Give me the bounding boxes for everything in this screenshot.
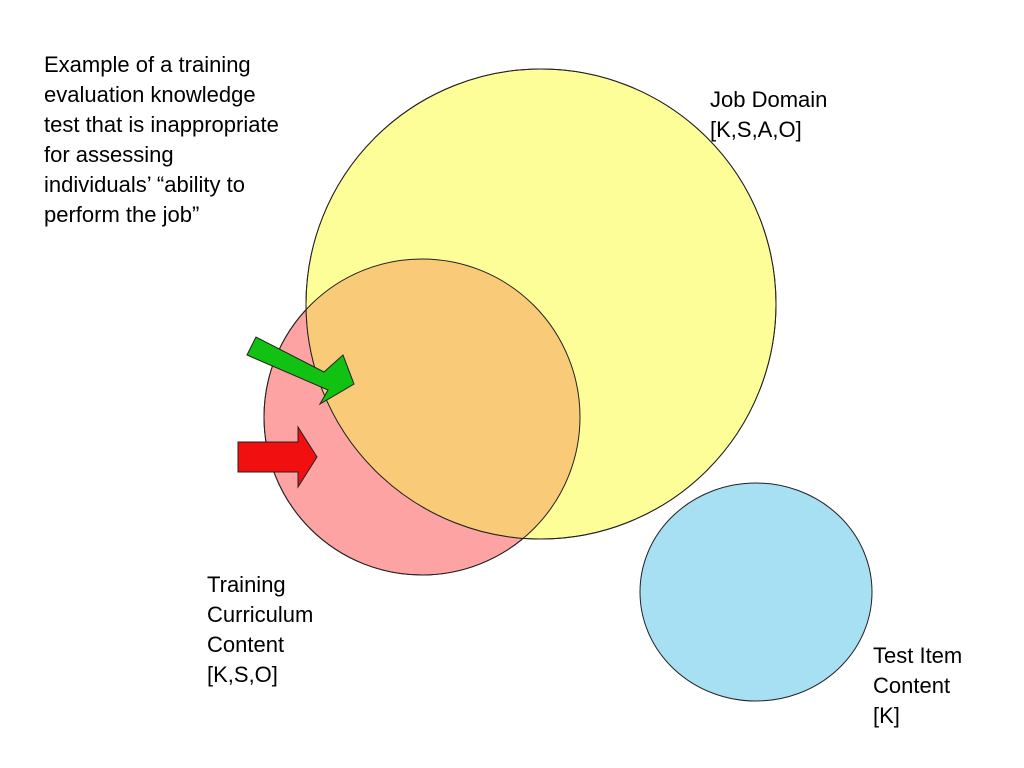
caption-line: Example of a training (44, 52, 251, 77)
green-arrow (246, 336, 355, 406)
caption-line: perform the job” (44, 202, 200, 227)
test-item-label-line: Test Item (873, 643, 963, 668)
caption-text: Example of a training evaluation knowled… (44, 50, 279, 230)
caption-line: test that is inappropriate (44, 112, 279, 137)
test-item-circle (639, 482, 873, 702)
caption-line: for assessing (44, 142, 174, 167)
job-domain-label-line: Job Domain (710, 87, 828, 112)
caption-line: evaluation knowledge (44, 82, 256, 107)
caption-line: individuals’ “ability to (44, 172, 245, 197)
test-item-label-line: Content (873, 673, 951, 698)
training-label-line: Curriculum (207, 602, 314, 627)
job-domain-outline (305, 68, 777, 540)
training-label-line: Training (207, 572, 286, 597)
training-curriculum-outline (263, 258, 581, 576)
job-domain-label-line: [K,S,A,O] (710, 117, 802, 142)
training-curriculum-label: Training Curriculum Content [K,S,O] (207, 570, 313, 690)
test-item-label: Test Item Content [K] (873, 641, 962, 731)
training-label-line: [K,S,O] (207, 662, 278, 687)
red-arrow (237, 425, 318, 489)
test-item-label-line: [K] (873, 703, 900, 728)
job-domain-label: Job Domain [K,S,A,O] (710, 85, 827, 145)
training-label-line: Content (207, 632, 285, 657)
